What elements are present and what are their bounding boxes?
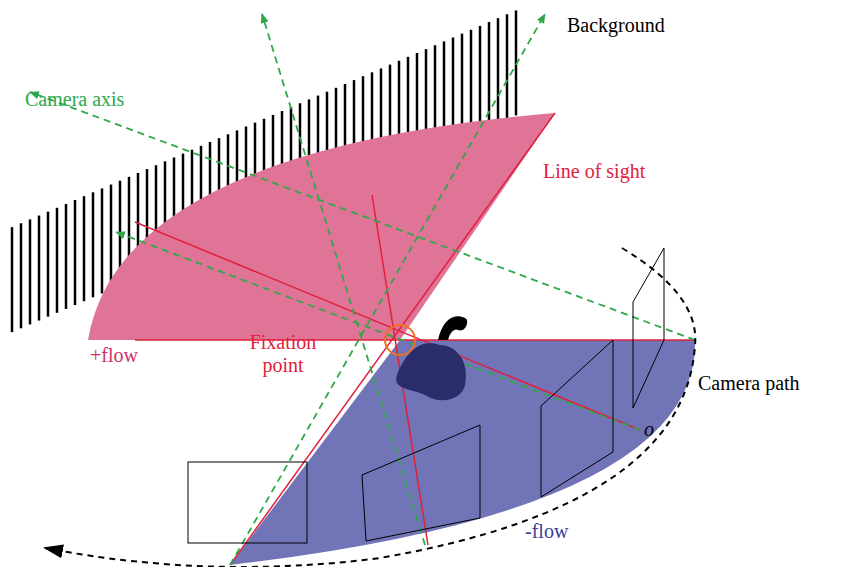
fixation-point-label: Fixation point <box>243 331 323 377</box>
object <box>438 316 467 340</box>
camera-path-label: Camera path <box>698 372 800 395</box>
background-label: Background <box>567 14 665 37</box>
origin-label: o <box>644 418 654 441</box>
camera-axis-label: Camera axis <box>25 88 124 111</box>
line-of-sight-label: Line of sight <box>543 160 645 183</box>
lines-of-sight <box>135 113 695 565</box>
camera-path <box>45 248 695 567</box>
camera-axes <box>30 14 695 565</box>
fixation-marker <box>385 325 415 355</box>
camera-frames <box>188 248 664 543</box>
positive-flow-region <box>88 113 555 340</box>
positive-flow-label: +flow <box>90 344 138 367</box>
negative-flow-label: -flow <box>525 520 568 543</box>
object-shadow <box>396 343 466 400</box>
